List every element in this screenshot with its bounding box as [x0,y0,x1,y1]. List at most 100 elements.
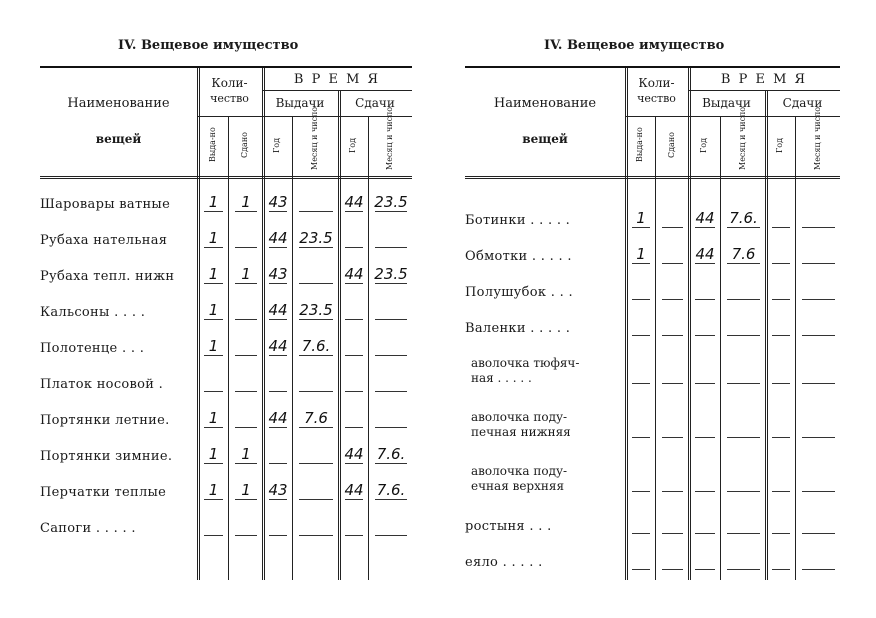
cell-issue-date[interactable] [723,546,764,576]
cell-issue-year[interactable] [265,440,291,470]
cell-return-year[interactable] [341,296,367,326]
cell-issued[interactable] [200,512,227,542]
cell-returned[interactable] [658,546,687,576]
cell-issue-date[interactable] [723,360,764,390]
cell-return-date[interactable]: 23.5 [371,188,411,218]
cell-return-date[interactable]: 7.6. [371,440,411,470]
cell-return-year[interactable]: 44 [341,188,367,218]
cell-issued[interactable] [628,546,654,576]
cell-return-date[interactable] [798,240,839,270]
cell-issue-year[interactable]: 44 [265,404,291,434]
cell-issue-year[interactable] [265,512,291,542]
cell-return-year[interactable] [341,404,367,434]
cell-return-year[interactable] [768,414,794,444]
cell-returned[interactable]: 1 [231,476,261,506]
cell-return-year[interactable] [768,276,794,306]
cell-issue-year[interactable]: 44 [691,240,719,270]
cell-issue-date[interactable]: 7.6. [723,204,764,234]
cell-return-date[interactable] [798,276,839,306]
cell-return-date[interactable] [798,414,839,444]
cell-issued[interactable] [628,360,654,390]
cell-returned[interactable]: 1 [231,440,261,470]
cell-issued[interactable] [628,510,654,540]
cell-issue-year[interactable]: 44 [265,332,291,362]
cell-return-date[interactable] [371,332,411,362]
cell-returned[interactable] [658,510,687,540]
cell-issue-year[interactable]: 43 [265,260,291,290]
cell-return-date[interactable] [371,368,411,398]
cell-issued[interactable] [200,368,227,398]
cell-returned[interactable] [231,368,261,398]
cell-issue-year[interactable]: 43 [265,188,291,218]
cell-returned[interactable] [231,404,261,434]
cell-return-year[interactable] [768,510,794,540]
cell-return-date[interactable]: 23.5 [371,260,411,290]
cell-issue-date[interactable] [723,510,764,540]
cell-issue-year[interactable]: 44 [691,204,719,234]
cell-returned[interactable] [658,414,687,444]
cell-return-date[interactable] [371,296,411,326]
cell-returned[interactable] [658,468,687,498]
cell-issue-date[interactable] [723,276,764,306]
cell-issue-date[interactable] [295,512,337,542]
cell-return-year[interactable]: 44 [341,440,367,470]
cell-returned[interactable] [658,276,687,306]
cell-issue-year[interactable] [691,468,719,498]
cell-issue-year[interactable]: 43 [265,476,291,506]
cell-return-year[interactable] [768,546,794,576]
cell-issue-date[interactable] [295,440,337,470]
cell-returned[interactable] [231,224,261,254]
cell-return-year[interactable]: 44 [341,476,367,506]
cell-return-year[interactable] [341,368,367,398]
cell-issued[interactable]: 1 [200,476,227,506]
cell-issue-year[interactable] [691,414,719,444]
cell-returned[interactable] [658,312,687,342]
cell-issue-year[interactable] [265,368,291,398]
cell-return-year[interactable] [768,204,794,234]
cell-issued[interactable] [628,468,654,498]
cell-return-year[interactable] [341,224,367,254]
cell-returned[interactable]: 1 [231,260,261,290]
cell-issued[interactable]: 1 [200,404,227,434]
cell-issued[interactable] [628,414,654,444]
cell-issue-year[interactable] [691,546,719,576]
cell-return-year[interactable]: 44 [341,260,367,290]
cell-issued[interactable] [628,312,654,342]
cell-returned[interactable]: 1 [231,188,261,218]
cell-issue-year[interactable] [691,360,719,390]
cell-return-date[interactable] [798,312,839,342]
cell-return-date[interactable] [798,204,839,234]
cell-issue-date[interactable] [295,260,337,290]
cell-returned[interactable] [231,512,261,542]
cell-issue-year[interactable] [691,276,719,306]
cell-returned[interactable] [658,240,687,270]
cell-return-year[interactable] [341,332,367,362]
cell-return-year[interactable] [341,512,367,542]
cell-issue-date[interactable] [295,188,337,218]
cell-issue-date[interactable]: 7.6 [295,404,337,434]
cell-return-year[interactable] [768,240,794,270]
cell-issue-date[interactable]: 7.6. [295,332,337,362]
cell-issue-date[interactable]: 23.5 [295,296,337,326]
cell-return-date[interactable] [798,546,839,576]
cell-issue-date[interactable] [295,476,337,506]
cell-returned[interactable] [231,296,261,326]
cell-return-date[interactable] [798,468,839,498]
cell-issue-date[interactable]: 23.5 [295,224,337,254]
cell-return-date[interactable] [371,512,411,542]
cell-issue-year[interactable] [691,510,719,540]
cell-issued[interactable]: 1 [628,240,654,270]
cell-return-year[interactable] [768,312,794,342]
cell-issued[interactable] [628,276,654,306]
cell-issued[interactable]: 1 [200,332,227,362]
cell-issue-year[interactable]: 44 [265,224,291,254]
cell-returned[interactable] [231,332,261,362]
cell-return-date[interactable]: 7.6. [371,476,411,506]
cell-return-year[interactable] [768,360,794,390]
cell-issued[interactable]: 1 [200,224,227,254]
cell-return-date[interactable] [371,224,411,254]
cell-issue-year[interactable]: 44 [265,296,291,326]
cell-issue-year[interactable] [691,312,719,342]
cell-return-date[interactable] [798,360,839,390]
cell-issued[interactable]: 1 [200,440,227,470]
